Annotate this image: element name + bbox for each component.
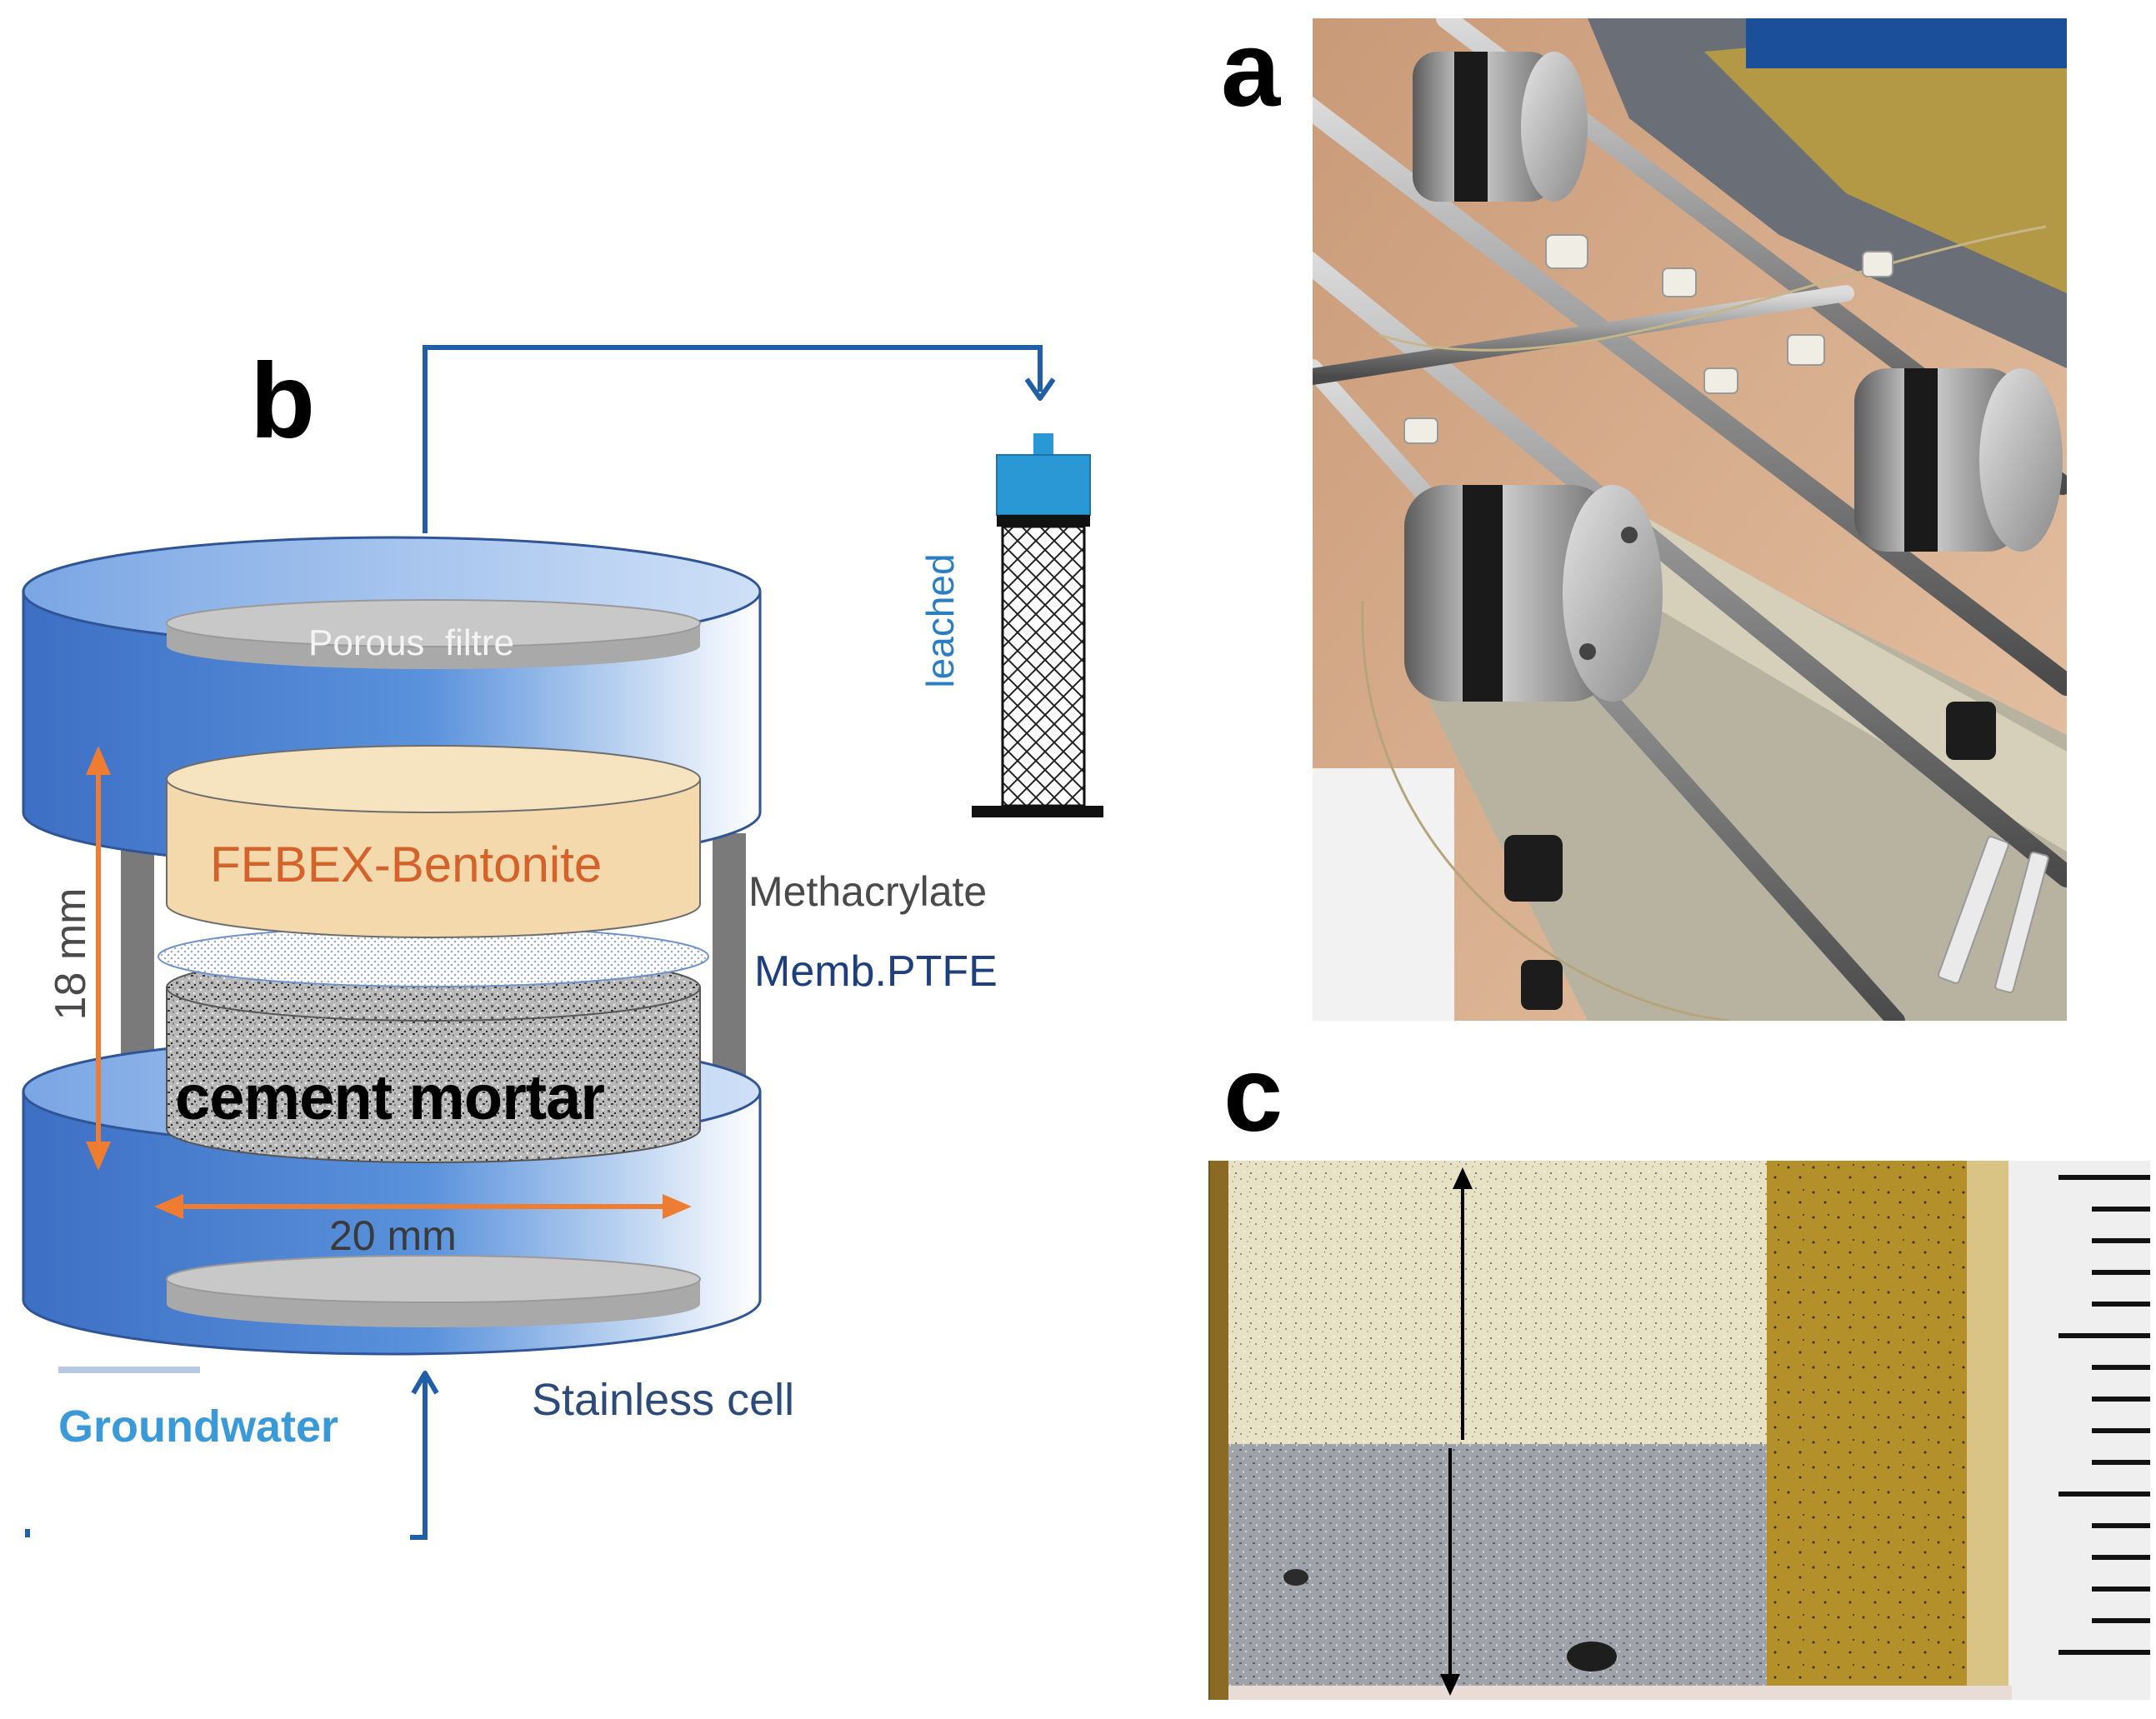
diffusion-cell-1 <box>1413 52 1588 202</box>
diffusion-cell-3 <box>1404 485 1663 702</box>
diameter-label: 20 mm <box>329 1212 457 1259</box>
porous-filter-label: Porous filtre <box>308 622 514 663</box>
diffusion-cell-2 <box>1854 368 2063 552</box>
groundwater-label: Groundwater <box>58 1402 339 1452</box>
cell-schematic <box>22 345 1103 1540</box>
leachate-syringe-icon <box>972 433 1103 817</box>
membrane-label: Memb.PTFE <box>754 947 998 996</box>
bentonite-label: FEBEX-Bentonite <box>210 837 603 892</box>
panel-letter-b: b <box>250 342 316 461</box>
section-height-arrows <box>1440 1167 1473 1696</box>
ruler-ticks <box>2058 1175 2150 1655</box>
mortar-label: cement mortar <box>175 1062 605 1133</box>
leached-label: leached <box>918 553 962 688</box>
mortar-sample <box>1228 1444 1767 1686</box>
sample-section-photo <box>1208 1161 2150 1700</box>
lab-setup-photo <box>1313 18 2067 1021</box>
height-label: 18 mm <box>47 887 95 1021</box>
inflow-arrow <box>25 1371 439 1540</box>
panel-letter-c: c <box>1223 1035 1283 1154</box>
diameter-arrow <box>154 1194 692 1219</box>
panel-letter-a: a <box>1221 10 1281 129</box>
outflow-line <box>423 345 1056 533</box>
methacrylate-label: Methacrylate <box>748 868 988 915</box>
height-arrow <box>86 746 111 1171</box>
bentonite-cylinder <box>166 745 701 938</box>
stainless-label: Stainless cell <box>532 1375 795 1425</box>
bentonite-sample <box>1228 1161 1767 1444</box>
